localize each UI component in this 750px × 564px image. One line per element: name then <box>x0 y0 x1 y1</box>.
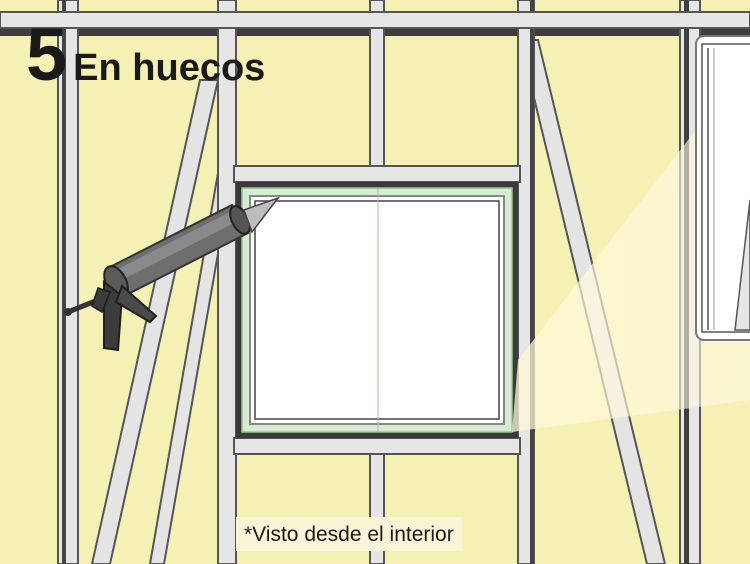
callout-beam <box>512 60 750 432</box>
window-glass <box>254 200 500 420</box>
caulking-gun-icon <box>64 196 281 352</box>
step-number: 5 <box>26 13 67 96</box>
step-heading: 5 En huecos <box>26 18 265 92</box>
top-track <box>0 11 750 29</box>
view-note: *Visto desde el interior <box>236 517 462 551</box>
window-unit <box>236 182 518 438</box>
step-title: En huecos <box>73 47 266 89</box>
window-header <box>233 165 521 183</box>
magnifier-callout <box>695 35 750 341</box>
window-sill <box>233 437 521 455</box>
